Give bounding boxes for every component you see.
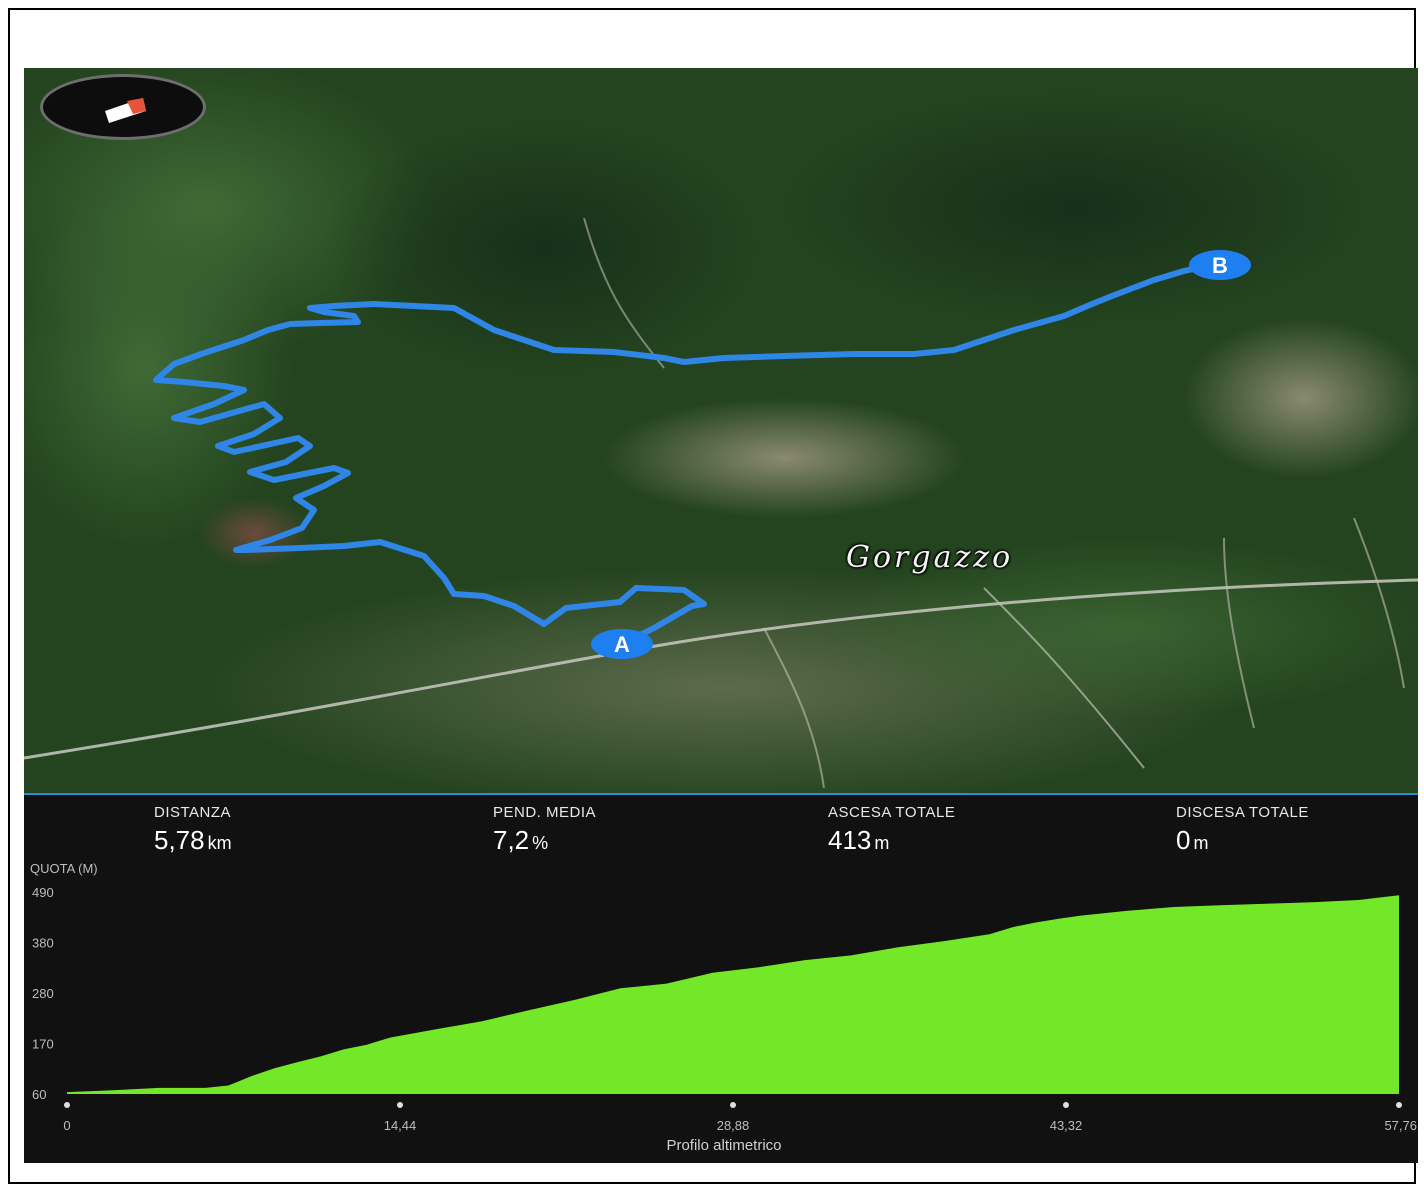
elevation-chart[interactable]: QUOTA (M) 490 380 280 170 60 0 14,44 28,88 43,3… <box>24 858 1418 1158</box>
map-divider <box>24 793 1418 795</box>
stat-ascent-value: 413 <box>828 825 872 855</box>
compass-icon <box>105 98 146 123</box>
y-tick-label: 380 <box>32 936 54 951</box>
elevation-area <box>67 895 1399 1094</box>
y-tick-label: 280 <box>32 986 54 1001</box>
stat-grade-value: 7,2 <box>493 825 530 855</box>
stat-descent-unit: m <box>1193 833 1209 853</box>
stat-ascent-unit: m <box>874 833 890 853</box>
map-place-label: Gorgazzo <box>846 540 1014 575</box>
y-axis-ticks: 490 380 280 170 60 <box>32 885 54 1102</box>
x-tick-label: 14,44 <box>384 1118 417 1133</box>
route-end-label: B <box>1212 253 1228 278</box>
x-axis-ticks: 0 14,44 28,88 43,32 57,76 <box>63 1102 1417 1133</box>
x-tick-label: 28,88 <box>717 1118 750 1133</box>
chart-title: Profilo altimetrico <box>666 1137 781 1154</box>
stat-descent-label: DISCESA TOTALE <box>1176 804 1309 821</box>
elevation-chart-svg: QUOTA (M) 490 380 280 170 60 0 14,44 28,88 43,3… <box>30 861 1417 1154</box>
x-tick-dot <box>730 1102 736 1108</box>
x-tick-dot <box>397 1102 403 1108</box>
route-start-marker[interactable]: A <box>591 629 653 659</box>
x-tick-dot <box>1063 1102 1069 1108</box>
stat-grade: PEND. MEDIA 7,2% <box>493 804 596 856</box>
stat-distance-unit: km <box>207 833 232 853</box>
satellite-map[interactable]: A B Gorgazzo <box>24 68 1418 794</box>
y-tick-label: 170 <box>32 1037 54 1052</box>
stat-descent-value: 0 <box>1176 825 1191 855</box>
stat-distance-value: 5,78 <box>154 825 205 855</box>
compass-button[interactable] <box>40 74 206 140</box>
x-tick-dot <box>1396 1102 1402 1108</box>
x-tick-label: 43,32 <box>1050 1118 1083 1133</box>
x-tick-label: 0 <box>63 1118 70 1133</box>
y-tick-label: 490 <box>32 885 54 900</box>
y-tick-label: 60 <box>32 1087 46 1102</box>
chart-ylabel: QUOTA (M) <box>30 861 98 876</box>
route-end-marker[interactable]: B <box>1189 250 1251 280</box>
x-tick-dot <box>64 1102 70 1108</box>
stat-grade-label: PEND. MEDIA <box>493 804 597 821</box>
route-start-label: A <box>614 632 630 657</box>
stat-ascent-label: ASCESA TOTALE <box>828 804 956 821</box>
stat-grade-unit: % <box>532 833 549 853</box>
x-tick-label: 57,76 <box>1384 1118 1417 1133</box>
stat-distance-label: DISTANZA <box>154 804 232 821</box>
